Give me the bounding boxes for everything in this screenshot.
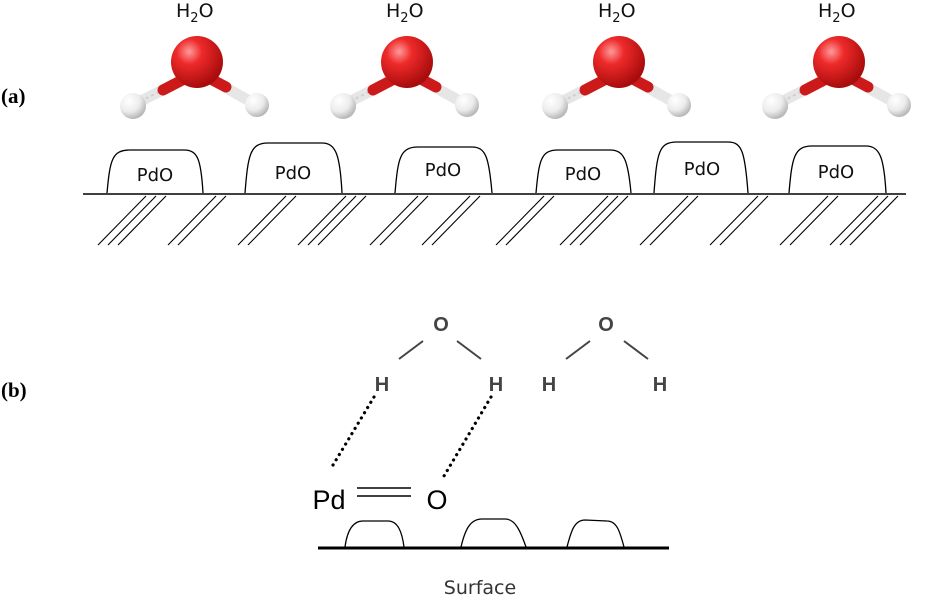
water-molecule-2: H2O bbox=[330, 0, 479, 119]
water-molecule-4: H2O bbox=[762, 0, 911, 119]
hydrogen-atom: H bbox=[653, 374, 667, 396]
svg-text:H2O: H2O bbox=[386, 0, 424, 26]
pdo-label: PdO bbox=[565, 164, 601, 185]
water-ball-model bbox=[120, 36, 269, 119]
surface-label: Surface bbox=[444, 577, 516, 599]
svg-text:H2O: H2O bbox=[176, 0, 214, 26]
water-formula-label: H2O bbox=[386, 0, 424, 26]
pdo-particle-1: PdO bbox=[106, 149, 204, 194]
panel-a-label: (a) bbox=[1, 84, 26, 108]
pdo-particle-6: PdO bbox=[788, 145, 887, 194]
panel-b-label: (b) bbox=[1, 378, 27, 402]
o-atom: O bbox=[426, 485, 447, 515]
oxygen-atom: O bbox=[598, 314, 614, 336]
water-molecule-3: H2O bbox=[542, 0, 691, 119]
water-ball-model bbox=[330, 36, 479, 119]
oh-bond bbox=[565, 340, 591, 360]
hydrogen-atom: H bbox=[489, 374, 503, 396]
oxygen-atom: O bbox=[433, 314, 449, 336]
pd-atom: Pd bbox=[312, 485, 345, 515]
oh-bond bbox=[623, 340, 649, 360]
pdo-label: PdO bbox=[684, 159, 720, 180]
oh-bond bbox=[456, 340, 482, 360]
substrate-hatching bbox=[97, 195, 899, 246]
water-structure-1: O H H bbox=[375, 314, 503, 396]
surface-b: Surface bbox=[318, 518, 669, 599]
water-formula-label: H2O bbox=[598, 0, 636, 26]
pdo-particle-3: PdO bbox=[394, 146, 493, 194]
pdo-particles-a: PdO PdO PdO PdO PdO PdO bbox=[106, 141, 887, 194]
pdo-particle-2: PdO bbox=[244, 142, 343, 194]
pdo-label: PdO bbox=[818, 162, 854, 183]
water-ball-model bbox=[542, 36, 691, 119]
pdo-label: PdO bbox=[137, 165, 173, 186]
hydrogen-bond-dotted bbox=[442, 395, 493, 478]
svg-text:H2O: H2O bbox=[598, 0, 636, 26]
water-formula-label: H2O bbox=[818, 0, 856, 26]
pdo-label: PdO bbox=[275, 163, 311, 184]
oh-bond bbox=[398, 340, 424, 360]
svg-text:H2O: H2O bbox=[818, 0, 856, 26]
water-ball-model bbox=[762, 36, 911, 119]
water-structure-2: O H H bbox=[542, 314, 667, 396]
surface-particle-3 bbox=[566, 519, 625, 548]
pdo-label: PdO bbox=[425, 160, 461, 181]
surface-particle-1 bbox=[344, 520, 405, 548]
hydrogen-atom: H bbox=[542, 374, 556, 396]
water-molecule-1: H2O bbox=[120, 0, 269, 119]
water-molecules-a: H2O H2O bbox=[120, 0, 911, 119]
surface-particle-2 bbox=[460, 518, 527, 548]
substrate-a bbox=[83, 193, 906, 246]
hydrogen-atom: H bbox=[375, 374, 389, 396]
pdo-particle-5: PdO bbox=[653, 141, 749, 194]
pdo-particle-4: PdO bbox=[535, 149, 632, 194]
water-formula-label: H2O bbox=[176, 0, 214, 26]
hydrogen-bond-dotted bbox=[328, 395, 376, 472]
